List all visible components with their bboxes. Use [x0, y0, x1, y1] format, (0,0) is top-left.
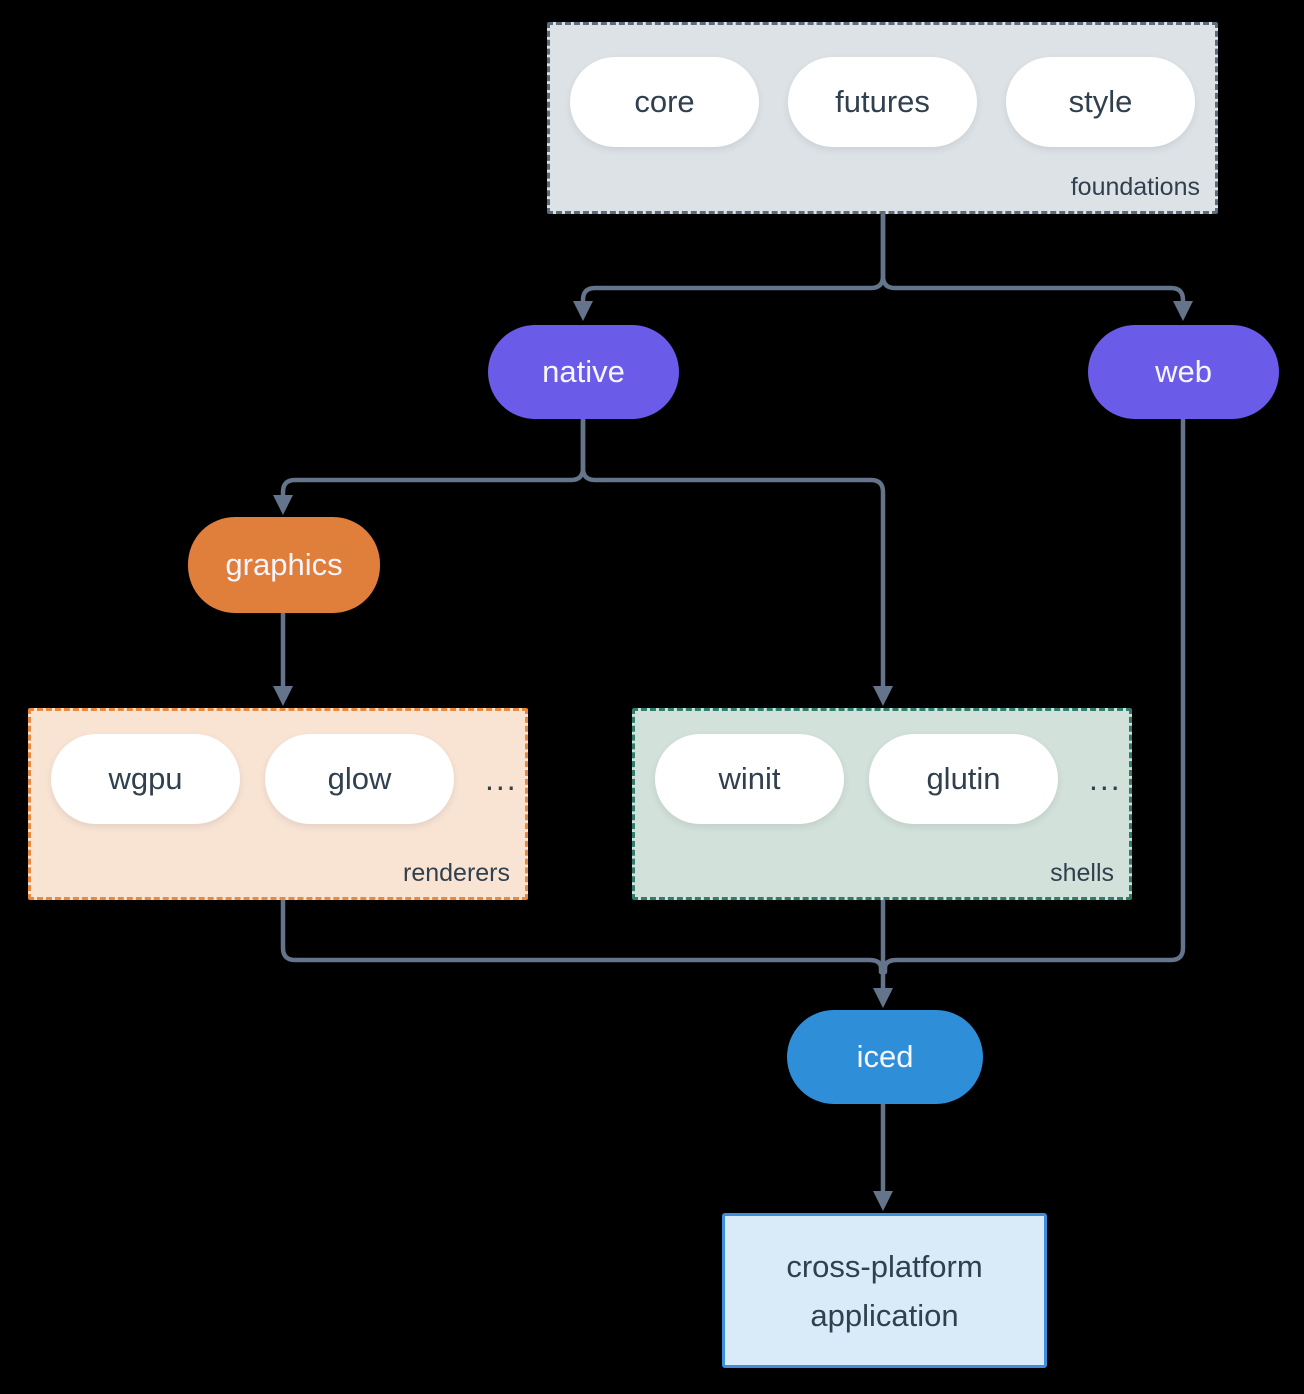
pill-futures: futures: [788, 57, 977, 147]
app-label-line2: application: [810, 1297, 959, 1333]
pill-core-label: core: [634, 84, 695, 119]
pill-glow: glow: [265, 734, 454, 824]
renderers-pills-row: wgpu glow ...: [31, 711, 525, 824]
shells-pills-row: winit glutin ...: [635, 711, 1129, 824]
renderers-group-label: renderers: [403, 859, 510, 887]
pill-winit-label: winit: [718, 761, 781, 796]
pill-glow-label: glow: [327, 761, 392, 796]
pill-style: style: [1006, 57, 1195, 147]
pill-core: core: [570, 57, 759, 147]
foundations-group: core futures style foundations: [547, 22, 1218, 214]
app-label-line1: cross-platform: [786, 1248, 983, 1284]
node-web: web: [1088, 325, 1279, 419]
pill-winit: winit: [655, 734, 844, 824]
node-iced: iced: [787, 1010, 983, 1104]
shells-ellipsis: ...: [1089, 760, 1122, 797]
renderers-ellipsis: ...: [485, 760, 518, 797]
connector-renderers-to-iced: [280, 897, 884, 975]
shells-group-label: shells: [1050, 859, 1114, 887]
connector-foundations-to-web: [880, 211, 1193, 321]
renderers-group: wgpu glow ... renderers: [28, 708, 528, 900]
node-iced-label: iced: [856, 1039, 914, 1074]
node-web-label: web: [1155, 354, 1212, 389]
pill-glutin: glutin: [869, 734, 1058, 824]
pill-futures-label: futures: [835, 84, 930, 119]
node-native: native: [488, 325, 679, 419]
shells-group: winit glutin ... shells: [632, 708, 1132, 900]
node-native-label: native: [542, 354, 625, 389]
pill-style-label: style: [1068, 84, 1133, 119]
pill-wgpu-label: wgpu: [108, 761, 183, 796]
node-graphics: graphics: [188, 517, 380, 613]
pill-glutin-label: glutin: [926, 761, 1001, 796]
node-graphics-label: graphics: [225, 547, 343, 582]
pill-wgpu: wgpu: [51, 734, 240, 824]
connector-native-to-shells: [580, 416, 893, 706]
foundations-pills-row: core futures style: [550, 25, 1215, 147]
connector-foundations-to-native: [573, 211, 886, 321]
app-box: cross-platform application: [722, 1213, 1047, 1368]
connector-web-to-iced: [882, 416, 1186, 975]
connector-native-to-graphics: [273, 416, 586, 515]
foundations-group-label: foundations: [1070, 173, 1200, 201]
